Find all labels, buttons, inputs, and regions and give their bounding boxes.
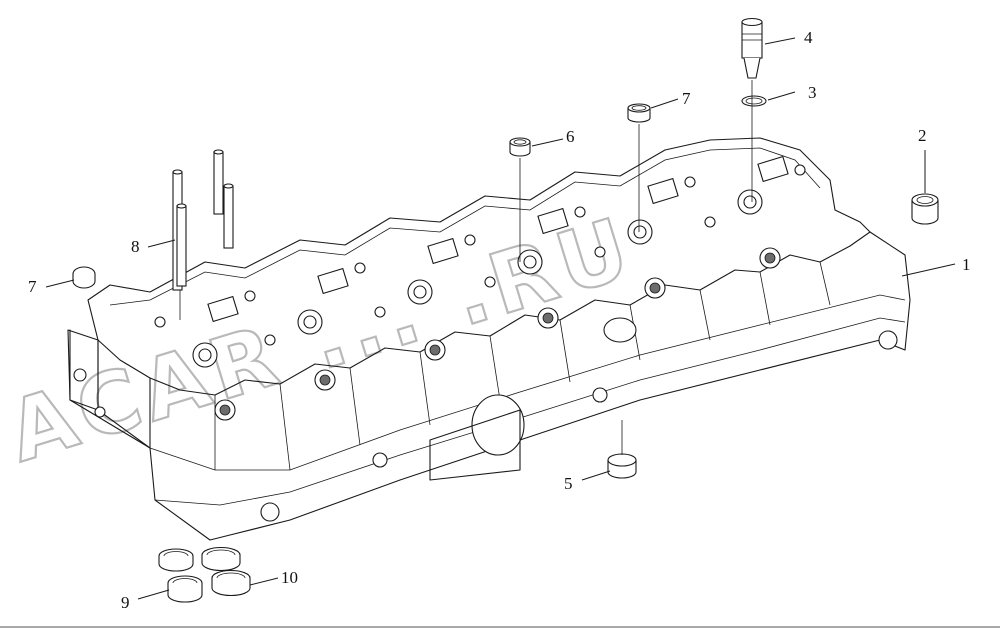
assembly-axes bbox=[179, 80, 753, 455]
top-deck-features bbox=[154, 155, 806, 368]
o-ring bbox=[741, 95, 767, 107]
expansion-plug-left bbox=[72, 266, 96, 289]
cylinder-head-body bbox=[67, 137, 911, 541]
callout-8: 8 bbox=[131, 237, 140, 256]
leader-lines bbox=[45, 37, 956, 600]
callout-6: 6 bbox=[566, 127, 575, 146]
callout-10: 10 bbox=[281, 568, 298, 587]
callout-5: 5 bbox=[564, 474, 573, 493]
seal-rings bbox=[158, 546, 251, 603]
side-ports bbox=[73, 247, 898, 522]
injector-sleeve bbox=[741, 17, 763, 79]
callout-9: 9 bbox=[121, 593, 130, 612]
dowel-pins bbox=[172, 149, 234, 291]
callout-7-left: 7 bbox=[28, 277, 37, 296]
plug-5 bbox=[607, 453, 637, 479]
callout-4: 4 bbox=[804, 28, 813, 47]
callout-1: 1 bbox=[962, 255, 971, 274]
sleeve-6 bbox=[509, 137, 531, 157]
callout-2: 2 bbox=[918, 126, 927, 145]
core-plug-2 bbox=[911, 193, 939, 225]
callout-labels: 1 2 3 4 5 6 7 7 8 9 10 bbox=[28, 28, 971, 612]
sleeve-7 bbox=[627, 103, 651, 123]
callout-3: 3 bbox=[808, 83, 817, 102]
callout-7-upper: 7 bbox=[682, 89, 691, 108]
